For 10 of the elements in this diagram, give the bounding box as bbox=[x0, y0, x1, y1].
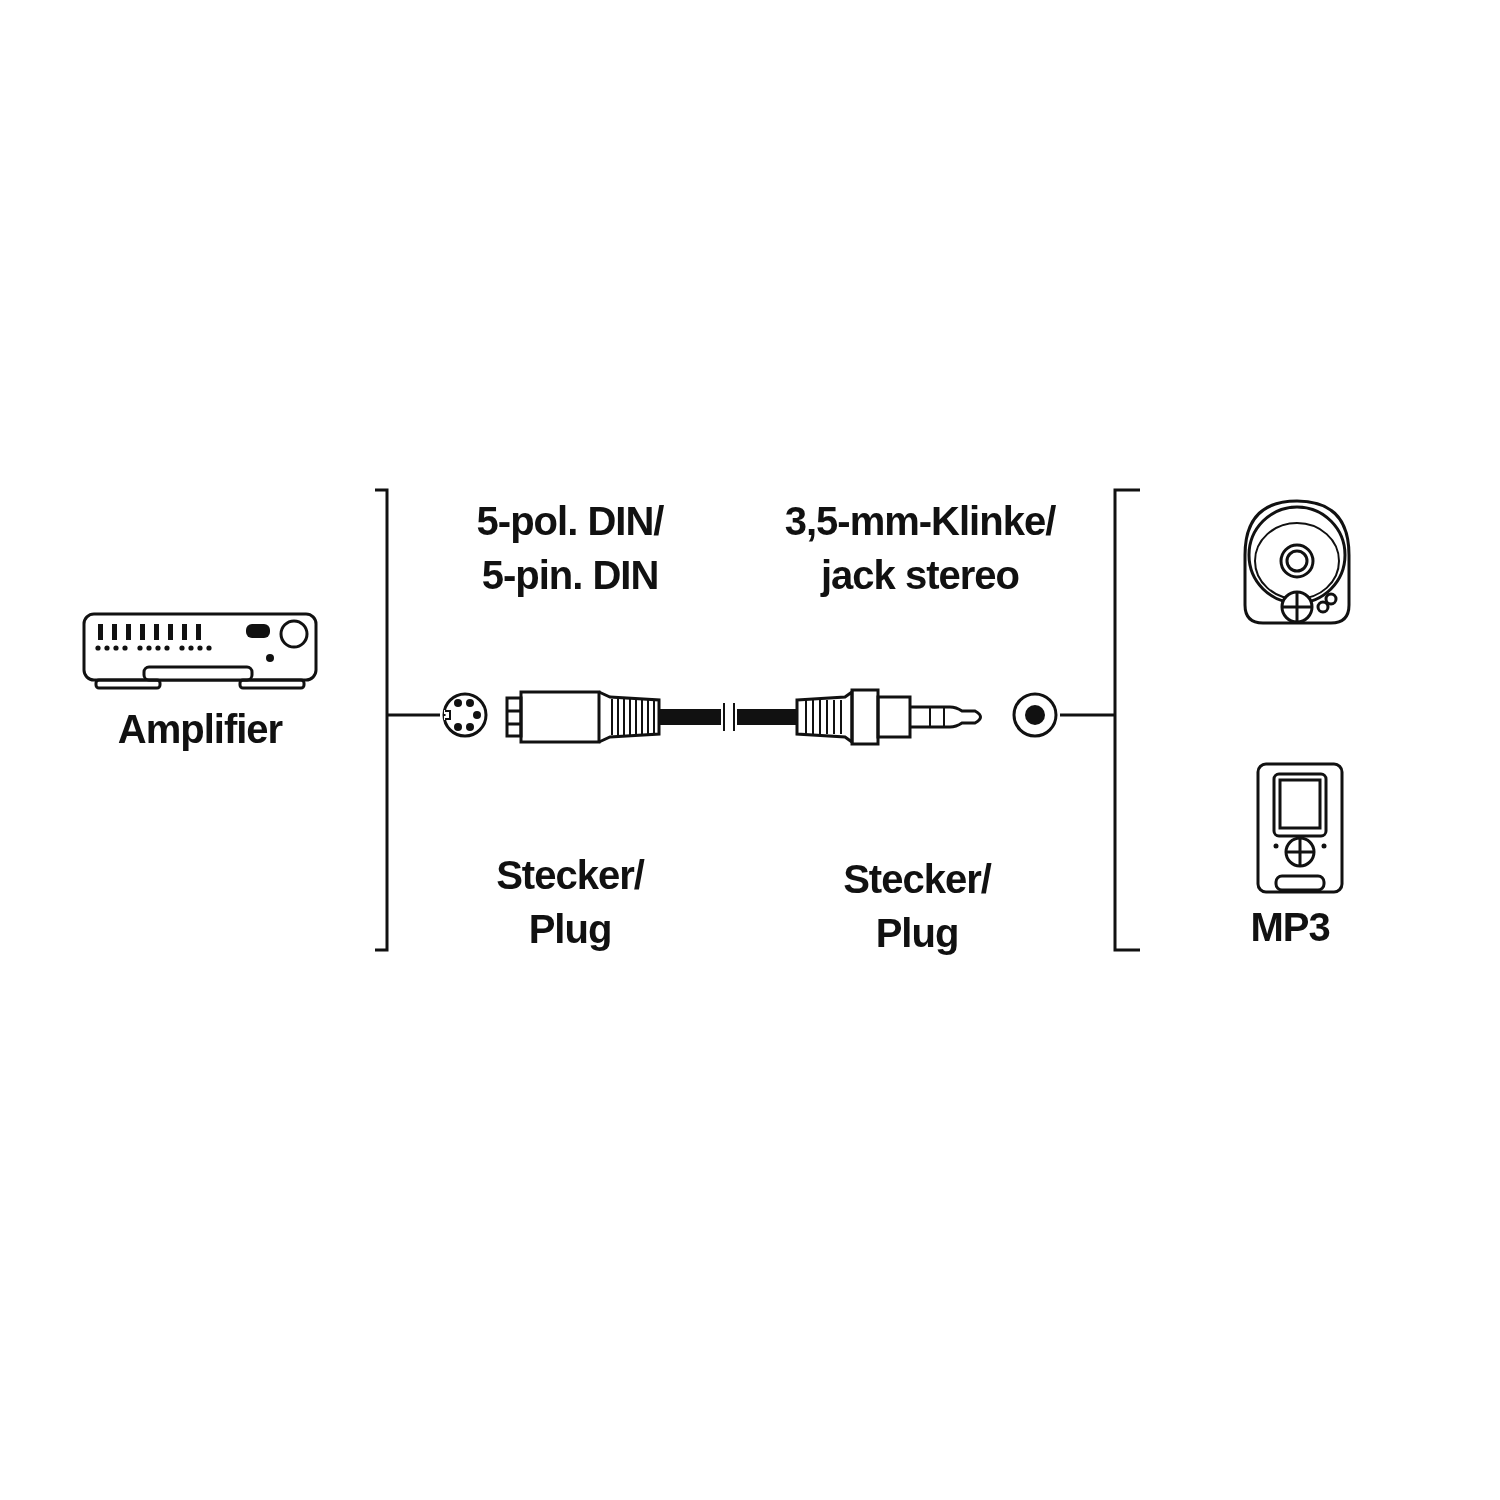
connector-label: 3,5-mm-Klinke/ jack stereo bbox=[783, 498, 1057, 599]
jack-socket-icon bbox=[1010, 690, 1060, 740]
connector-label: Stecker/ Plug bbox=[495, 852, 646, 953]
device-label: MP3 bbox=[1249, 904, 1331, 951]
connector-label: Stecker/ Plug bbox=[842, 856, 993, 957]
din-socket-icon bbox=[440, 690, 490, 740]
connector-line bbox=[387, 713, 440, 717]
device-label: Amplifier bbox=[116, 706, 284, 753]
connector-line bbox=[1060, 713, 1115, 717]
connector-label: 5-pol. DIN/ 5-pin. DIN bbox=[475, 498, 665, 599]
